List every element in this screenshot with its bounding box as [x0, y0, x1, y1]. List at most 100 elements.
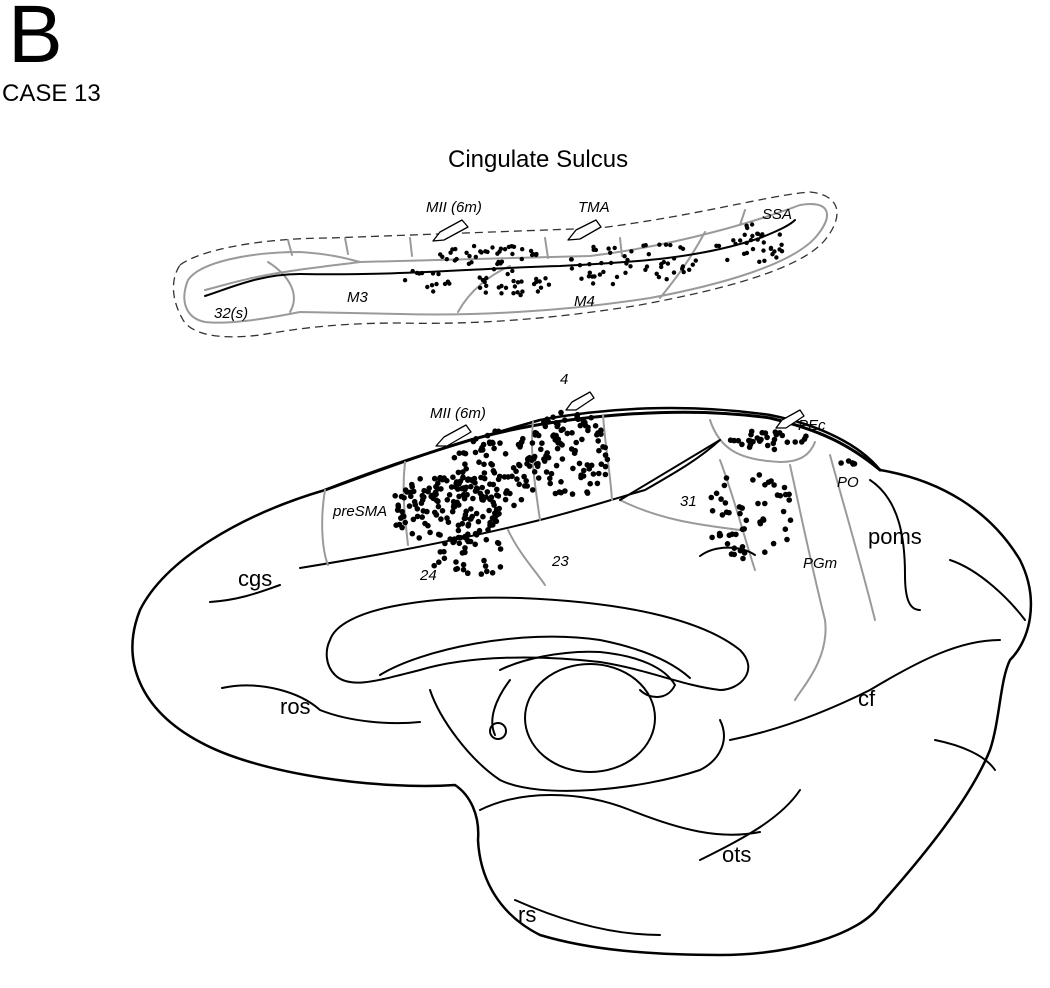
- labeled-cell-dot: [724, 541, 731, 547]
- labeled-cell-dot: [516, 461, 522, 468]
- labeled-cell-dot: [721, 482, 728, 489]
- labeled-cell-dot: [518, 292, 523, 298]
- labeled-cell-dot: [483, 249, 488, 254]
- labeled-cell-dot: [602, 452, 609, 458]
- case-label: CASE 13: [2, 80, 101, 107]
- brain-labeled-cells: [392, 409, 858, 577]
- labeled-cell-dot: [748, 237, 754, 243]
- cingulate-flatmap: MII (6m) TMA SSA M3 M4 32(s): [172, 191, 838, 338]
- labeled-cell-dot: [534, 276, 539, 282]
- labeled-cell-dot: [472, 449, 479, 456]
- labeled-cell-dot: [741, 526, 747, 532]
- labeled-cell-dot: [743, 517, 750, 524]
- labeled-cell-dot: [459, 550, 466, 556]
- labeled-cell-dot: [483, 452, 490, 459]
- labeled-cell-dot: [455, 527, 462, 534]
- labeled-cell-dot: [604, 456, 611, 463]
- labeled-cell-dot: [515, 290, 520, 295]
- brain-outline: [131, 406, 1033, 957]
- labeled-cell-dot: [555, 436, 561, 443]
- labeled-cell-dot: [546, 282, 552, 287]
- labeled-cell-dot: [445, 519, 452, 525]
- labeled-cell-dot: [476, 459, 482, 466]
- labeled-cell-dot: [761, 248, 766, 253]
- labeled-cell-dot: [449, 508, 456, 515]
- labeled-cell-dot: [447, 281, 452, 286]
- labeled-cell-dot: [452, 258, 458, 263]
- labeled-cell-dot: [484, 568, 490, 575]
- labeled-cell-dot: [731, 551, 737, 558]
- labeled-cell-dot: [438, 252, 443, 257]
- anterior-commissure: [489, 722, 507, 740]
- labeled-cell-dot: [665, 261, 671, 266]
- labeled-cell-dot: [462, 461, 468, 468]
- labeled-cell-dot: [392, 493, 399, 499]
- labeled-cell-dot: [602, 471, 609, 478]
- rs-sulcus: [514, 899, 661, 936]
- labeled-cell-dot: [425, 522, 431, 529]
- labeled-cell-dot: [471, 243, 477, 249]
- labeled-cell-dot: [475, 518, 482, 525]
- labeled-cell-dot: [845, 458, 852, 464]
- labeled-cell-dot: [406, 503, 413, 509]
- labeled-cell-dot: [465, 531, 471, 537]
- labeled-cell-dot: [451, 454, 458, 461]
- labeled-cell-dot: [395, 502, 402, 509]
- label-ros: ros: [280, 694, 311, 719]
- labeled-cell-dot: [495, 493, 502, 499]
- labeled-cell-dot: [499, 291, 504, 296]
- labeled-cell-dot: [750, 233, 755, 239]
- labeled-cell-dot: [512, 284, 518, 289]
- labeled-cell-dot: [513, 468, 519, 475]
- labeled-cell-dot: [581, 467, 587, 474]
- labeled-cell-dot: [498, 246, 504, 251]
- labeled-cell-dot: [431, 562, 438, 569]
- labeled-cell-dot: [433, 497, 440, 504]
- border-pgm-front: [789, 464, 827, 701]
- labeled-cell-dot: [455, 469, 462, 476]
- labeled-cell-dot: [663, 242, 669, 247]
- border-pgm-po: [829, 454, 876, 621]
- label-area-4: 4: [560, 371, 568, 388]
- labeled-cell-dot: [562, 488, 568, 494]
- label-rs: rs: [518, 902, 536, 927]
- labeled-cell-dot: [438, 516, 444, 522]
- cingulate-sulcus-line: [299, 439, 721, 569]
- labeled-cell-dot: [739, 441, 745, 448]
- labeled-cell-dot: [436, 271, 441, 277]
- labeled-cell-dot: [643, 267, 648, 272]
- labeled-cell-dot: [485, 527, 491, 533]
- labeled-cell-dot: [780, 508, 787, 515]
- labeled-cell-dot: [470, 495, 476, 502]
- labeled-cell-dot: [480, 513, 486, 520]
- label-pec: PEc: [798, 417, 826, 434]
- labeled-cell-dot: [671, 256, 677, 261]
- labeled-cell-dot: [409, 481, 415, 488]
- labeled-cell-dot: [777, 247, 782, 252]
- labeled-cell-dot: [539, 440, 545, 447]
- labeled-cell-dot: [486, 507, 492, 514]
- labeled-cell-dot: [774, 255, 779, 260]
- flatmap-border-32s-m3: [267, 261, 295, 313]
- labeled-cell-dot: [687, 267, 692, 272]
- labeled-cell-dot: [762, 500, 768, 507]
- labeled-cell-dot: [519, 279, 524, 284]
- labeled-cell-dot: [456, 450, 463, 457]
- labeled-cell-dot: [838, 460, 844, 466]
- labeled-cell-dot: [433, 511, 440, 518]
- labeled-cell-dot: [757, 259, 762, 264]
- label-area-23: 23: [551, 553, 569, 570]
- labeled-cell-dot: [680, 264, 686, 269]
- labeled-cell-dot: [497, 546, 504, 552]
- labeled-cell-dot: [784, 536, 790, 543]
- labeled-cell-dot: [708, 494, 715, 501]
- labeled-cell-dot: [576, 460, 583, 467]
- labeled-cell-dot: [456, 540, 463, 547]
- labeled-cell-dot: [459, 485, 465, 492]
- labeled-cell-dot: [427, 529, 433, 536]
- labeled-cell-dot: [596, 470, 602, 477]
- labeled-cell-dot: [523, 478, 529, 484]
- arrow-tma-flat-icon: [567, 219, 602, 241]
- labeled-cell-dot: [770, 540, 777, 547]
- labeled-cell-dot: [410, 268, 415, 274]
